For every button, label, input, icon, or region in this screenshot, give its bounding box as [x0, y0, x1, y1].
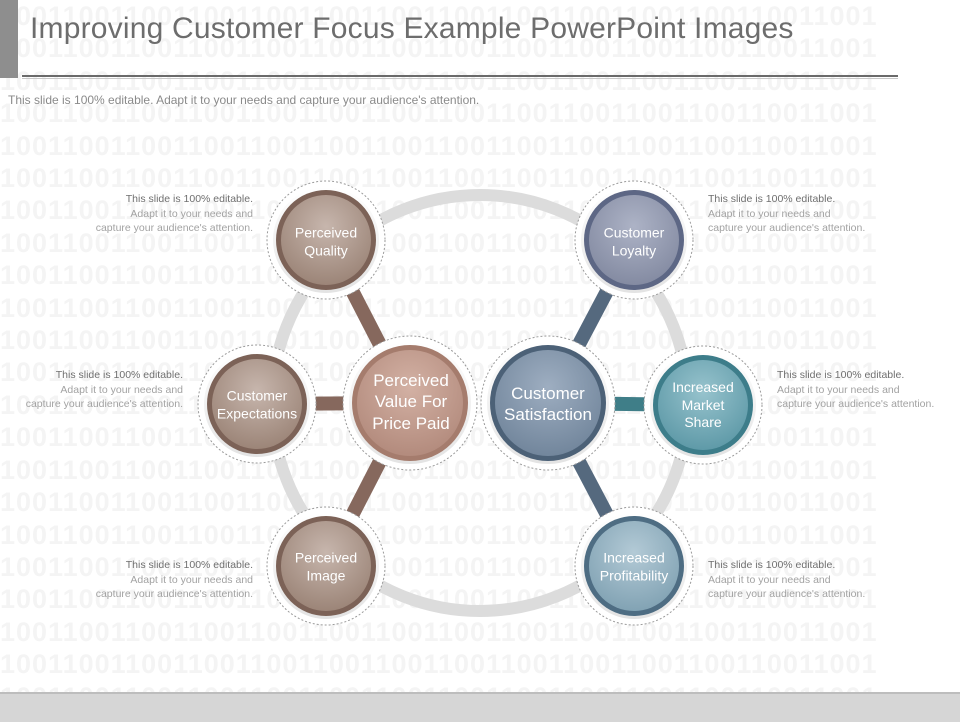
note-increased-market-share: This slide is 100% editable. Adapt it to… — [777, 368, 937, 412]
customer-satisfaction-label: Customer Satisfaction — [504, 383, 592, 424]
note-increased-profitability: This slide is 100% editable. Adapt it to… — [708, 558, 868, 602]
note-title: This slide is 100% editable. — [708, 559, 836, 571]
note-title: This slide is 100% editable. — [55, 369, 183, 381]
note-title: This slide is 100% editable. — [708, 193, 836, 205]
note-title: This slide is 100% editable. — [125, 193, 253, 205]
customer-loyalty-label: Customer Loyalty — [603, 224, 665, 259]
increased-market-share-node — [643, 345, 763, 465]
note-title: This slide is 100% editable. — [125, 559, 253, 571]
note-body: Adapt it to your needs and capture your … — [95, 207, 253, 235]
increased-profitability-node — [574, 506, 694, 626]
title-divider — [22, 75, 898, 77]
perceived-image-label: Perceived Image — [294, 549, 358, 584]
perceived-value-label: Perceived Value For Price Paid — [372, 371, 450, 433]
increased-profitability-label: Increased Profitability — [599, 549, 669, 584]
customer-satisfaction-center-node — [480, 335, 616, 471]
note-body: Adapt it to your needs and capture your … — [708, 207, 866, 235]
perceived-value-center-node — [342, 335, 478, 471]
customer-loyalty-node — [574, 180, 694, 300]
customer-expectations-label: Customer Expectations — [216, 387, 298, 422]
perceived-image-node — [266, 506, 386, 626]
perceived-quality-node — [266, 180, 386, 300]
note-perceived-quality: This slide is 100% editable. Adapt it to… — [93, 192, 253, 236]
slide-title: Improving Customer Focus Example PowerPo… — [30, 12, 794, 45]
footer-bar — [0, 692, 960, 722]
title-divider-light — [22, 78, 898, 79]
note-title: This slide is 100% editable. — [777, 369, 905, 381]
slide-subtitle: This slide is 100% editable. Adapt it to… — [8, 93, 480, 107]
note-body: Adapt it to your needs and capture your … — [95, 573, 253, 601]
customer-expectations-node — [197, 344, 317, 464]
note-perceived-image: This slide is 100% editable. Adapt it to… — [93, 558, 253, 602]
note-body: Adapt it to your needs and capture your … — [708, 573, 866, 601]
increased-market-share-label: Increased Market Share — [672, 378, 734, 430]
note-customer-expectations: This slide is 100% editable. Adapt it to… — [23, 368, 183, 412]
perceived-quality-label: Perceived Quality — [294, 224, 358, 259]
note-body: Adapt it to your needs and capture your … — [777, 383, 935, 411]
note-customer-loyalty: This slide is 100% editable. Adapt it to… — [708, 192, 868, 236]
title-accent-bar — [0, 0, 18, 78]
note-body: Adapt it to your needs and capture your … — [25, 383, 183, 411]
